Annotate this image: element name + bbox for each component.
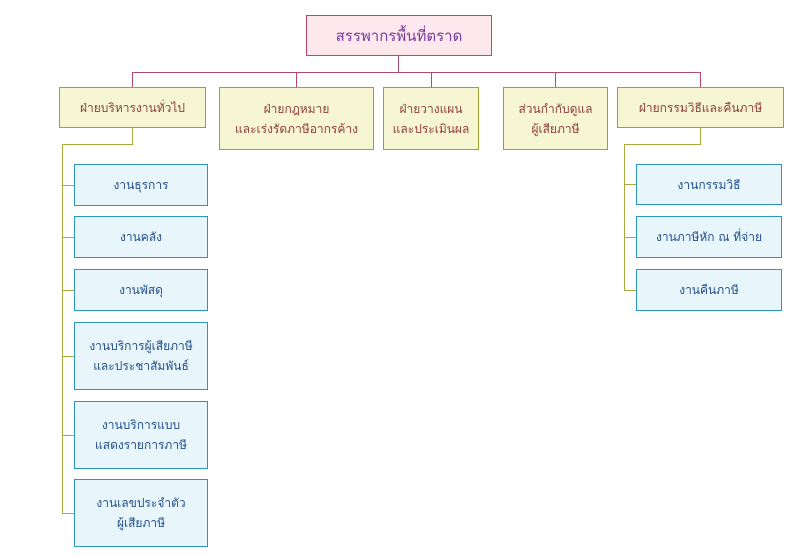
dept-label: และเร่งรัดภาษีอากรค้าง bbox=[234, 121, 359, 136]
dept-box-legal: ฝ่ายกฎหมาย และเร่งรัดภาษีอากรค้าง bbox=[219, 87, 374, 150]
dept-label: ส่วนกำกับดูแล bbox=[518, 101, 593, 116]
unit-label: งานเลขประจำตัว bbox=[96, 496, 186, 510]
unit-label: งานบริการแบบ bbox=[101, 418, 181, 432]
admin-unit-tick-2 bbox=[62, 237, 74, 238]
admin-unit-tick-4 bbox=[62, 356, 74, 357]
dept-label: ผู้เสียภาษี bbox=[531, 121, 580, 136]
dept-box-general-admin: ฝ่ายบริหารงานทั่วไป bbox=[59, 87, 206, 128]
unit-box-treasury: งานคลัง bbox=[74, 216, 208, 258]
root-connector-horizontal bbox=[132, 72, 701, 73]
process-unit-tick-3 bbox=[624, 290, 636, 291]
admin-connector-elbow bbox=[62, 144, 133, 145]
admin-unit-tick-6 bbox=[62, 513, 74, 514]
process-unit-tick-1 bbox=[624, 184, 636, 185]
unit-label: งานพัสดุ bbox=[119, 283, 163, 297]
process-connector-elbow bbox=[624, 144, 701, 145]
unit-box-processing: งานกรรมวิธี bbox=[636, 164, 782, 205]
dept-drop-line-4 bbox=[555, 72, 556, 87]
admin-unit-tick-5 bbox=[62, 435, 74, 436]
admin-unit-tick-1 bbox=[62, 185, 74, 186]
unit-label: งานบริการผู้เสียภาษี bbox=[89, 339, 193, 353]
process-unit-tick-2 bbox=[624, 237, 636, 238]
dept-drop-line-5 bbox=[700, 72, 701, 87]
process-connector-drop bbox=[700, 128, 701, 145]
root-label: สรรพากรพื้นที่ตราด bbox=[335, 26, 463, 45]
root-box: สรรพากรพื้นที่ตราด bbox=[306, 15, 492, 56]
unit-label: งานธุรการ bbox=[113, 178, 169, 192]
process-connector-trunk bbox=[624, 144, 625, 291]
dept-box-planning: ฝ่ายวางแผน และประเมินผล bbox=[383, 87, 479, 150]
root-connector-vertical bbox=[398, 56, 399, 73]
unit-label: แสดงรายการภาษี bbox=[95, 438, 187, 452]
unit-box-supplies: งานพัสดุ bbox=[74, 269, 208, 311]
unit-label: และประชาสัมพันธ์ bbox=[93, 359, 189, 373]
unit-box-withholding-tax: งานภาษีหัก ณ ที่จ่าย bbox=[636, 216, 782, 258]
admin-connector-trunk bbox=[62, 144, 63, 514]
dept-box-taxpayer-supervision: ส่วนกำกับดูแล ผู้เสียภาษี bbox=[503, 87, 608, 150]
dept-label: ฝ่ายบริหารงานทั่วไป bbox=[79, 100, 186, 115]
unit-box-general-affairs: งานธุรการ bbox=[74, 164, 208, 206]
unit-label: งานคลัง bbox=[119, 230, 163, 244]
dept-label: และประเมินผล bbox=[392, 121, 470, 136]
dept-drop-line-1 bbox=[132, 72, 133, 87]
unit-label: ผู้เสียภาษี bbox=[116, 516, 166, 530]
dept-drop-line-3 bbox=[431, 72, 432, 87]
dept-label: ฝ่ายวางแผน bbox=[399, 101, 463, 116]
unit-box-taxpayer-id: งานเลขประจำตัว ผู้เสียภาษี bbox=[74, 479, 208, 547]
unit-box-taxpayer-service-pr: งานบริการผู้เสียภาษี และประชาสัมพันธ์ bbox=[74, 322, 208, 390]
admin-connector-drop bbox=[132, 128, 133, 145]
admin-unit-tick-3 bbox=[62, 290, 74, 291]
unit-box-tax-refund: งานคืนภาษี bbox=[636, 269, 782, 311]
dept-label: ฝ่ายกฎหมาย bbox=[263, 101, 330, 116]
unit-box-tax-return-service: งานบริการแบบ แสดงรายการภาษี bbox=[74, 401, 208, 469]
unit-label: งานคืนภาษี bbox=[679, 283, 739, 297]
dept-drop-line-2 bbox=[296, 72, 297, 87]
unit-label: งานกรรมวิธี bbox=[677, 177, 741, 192]
unit-label: งานภาษีหัก ณ ที่จ่าย bbox=[655, 230, 762, 244]
dept-label: ฝ่ายกรรมวิธีและคืนภาษี bbox=[638, 100, 763, 115]
dept-box-processing-refund: ฝ่ายกรรมวิธีและคืนภาษี bbox=[617, 87, 784, 128]
